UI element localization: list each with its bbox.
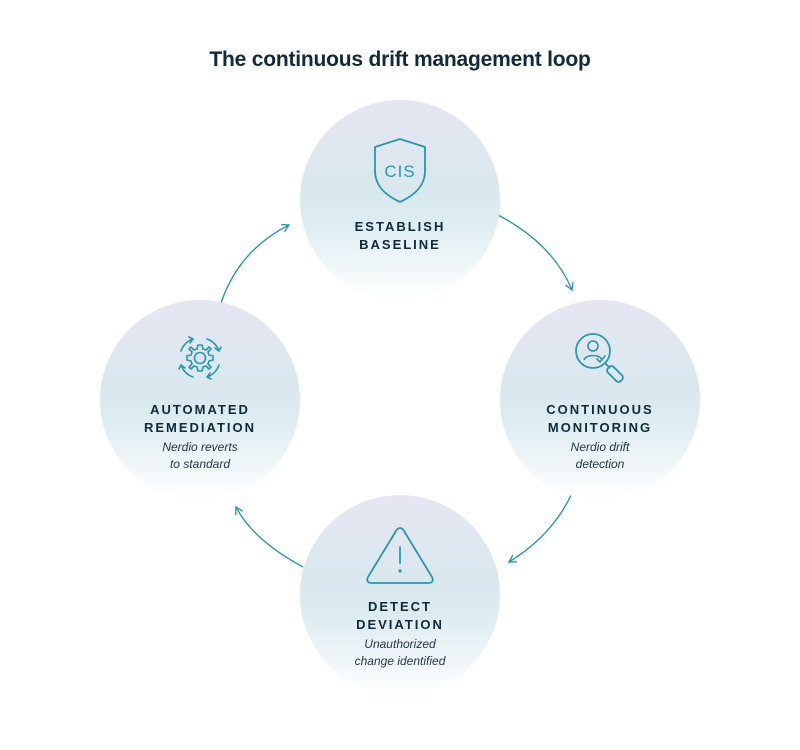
step-description: Unauthorized change identified — [354, 637, 446, 668]
step-detect-deviation: DETECT DEVIATION Unauthorized change ide… — [300, 495, 500, 695]
arrow-detect-to-remediation — [234, 505, 304, 568]
step-continuous-monitoring: CONTINUOUS MONITORING Nerdio drift detec… — [500, 300, 700, 500]
arrow-baseline-to-monitoring — [497, 214, 574, 292]
search-user-icon — [500, 328, 700, 388]
cis-icon-text: CIS — [384, 162, 415, 181]
step-establish-baseline: CIS ESTABLISH BASELINE — [300, 100, 500, 300]
step-label: DETECT DEVIATION — [356, 599, 444, 632]
warning-triangle-icon — [300, 525, 500, 585]
step-label: AUTOMATED REMEDIATION — [143, 402, 257, 435]
cis-shield-icon: CIS — [300, 138, 500, 203]
diagram-title: The continuous drift management loop — [209, 48, 591, 71]
step-description: Nerdio reverts to standard — [162, 440, 238, 471]
step-label: ESTABLISH BASELINE — [354, 219, 446, 252]
step-description: Nerdio drift detection — [570, 440, 630, 471]
step-automated-remediation: AUTOMATED REMEDIATION Nerdio reverts to … — [100, 300, 300, 500]
arrow-monitoring-to-detect — [507, 492, 573, 563]
step-label: CONTINUOUS MONITORING — [546, 402, 654, 435]
gear-cycle-icon — [100, 328, 300, 388]
arrow-remediation-to-baseline — [220, 223, 291, 304]
